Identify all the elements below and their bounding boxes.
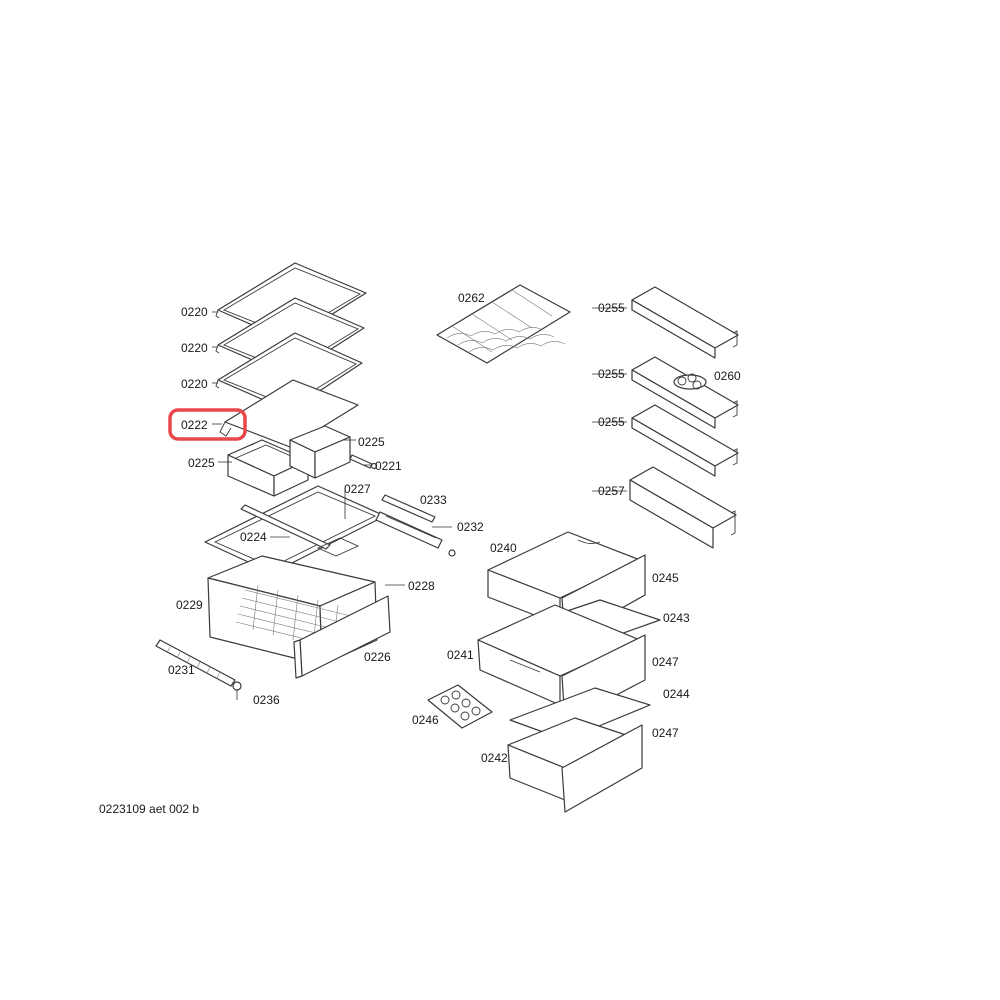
glass-shelf-0222-highlighted	[219, 379, 359, 448]
drawing-reference-code: 0223109 aet 002 b	[99, 802, 199, 816]
label-0233: 0233	[420, 493, 447, 507]
leader-lines	[212, 307, 627, 700]
knob-0236	[232, 681, 242, 691]
label-0220-top: 0220	[181, 305, 208, 319]
drawer-front-0247-lower	[561, 724, 643, 813]
label-0246: 0246	[412, 713, 439, 727]
highlight-box-0222	[168, 408, 247, 441]
label-0229: 0229	[176, 598, 203, 612]
label-0255-top: 0255	[598, 301, 625, 315]
label-0257: 0257	[598, 484, 625, 498]
ice-tray-0246	[427, 684, 493, 729]
label-0242: 0242	[481, 751, 508, 765]
label-0226: 0226	[364, 650, 391, 664]
door-bin-0255-bottom	[631, 404, 739, 477]
label-0231: 0231	[168, 663, 195, 677]
bottle-rack-0262	[436, 284, 571, 364]
label-0247-upper: 0247	[652, 655, 679, 669]
small-drawer-0225-right	[289, 425, 351, 479]
label-0232: 0232	[457, 520, 484, 534]
label-0260: 0260	[714, 369, 741, 383]
label-0222: 0222	[181, 418, 208, 432]
label-0225-left: 0225	[188, 456, 215, 470]
label-0225-right: 0225	[358, 435, 385, 449]
rail-0232	[375, 511, 456, 557]
label-0221: 0221	[375, 459, 402, 473]
label-0224: 0224	[240, 530, 267, 544]
label-0220-third: 0220	[181, 377, 208, 391]
label-0227: 0227	[344, 482, 371, 496]
label-0255-middle: 0255	[598, 367, 625, 381]
label-0245: 0245	[652, 571, 679, 585]
egg-tray-0260	[673, 373, 707, 390]
label-0241: 0241	[447, 648, 474, 662]
label-0262: 0262	[458, 291, 485, 305]
label-0243: 0243	[663, 611, 690, 625]
rail-0221	[349, 454, 378, 470]
door-bin-0255-top	[631, 286, 739, 359]
label-0244: 0244	[663, 687, 690, 701]
freezer-drawer-0242	[507, 717, 636, 801]
drawer-front-0226	[293, 595, 391, 679]
bar-0231	[155, 639, 236, 687]
label-0220-second: 0220	[181, 341, 208, 355]
cover-frame-0224	[204, 485, 386, 574]
rail-0233	[381, 494, 436, 523]
label-0240: 0240	[490, 541, 517, 555]
label-0228: 0228	[408, 579, 435, 593]
label-0236: 0236	[253, 693, 280, 707]
label-0247-lower: 0247	[652, 726, 679, 740]
door-bin-0257	[629, 466, 737, 549]
label-0255-bottom: 0255	[598, 415, 625, 429]
